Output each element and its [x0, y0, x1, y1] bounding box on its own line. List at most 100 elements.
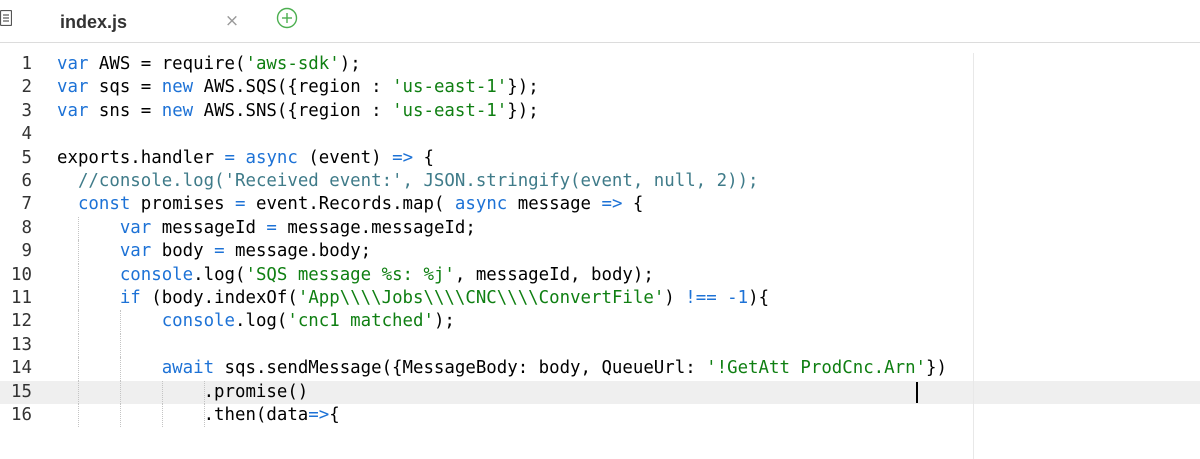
- code-line[interactable]: const promises = event.Records.map( asyn…: [57, 193, 643, 216]
- code-line[interactable]: var body = message.body;: [57, 240, 371, 263]
- code-token: , messageId, body);: [454, 264, 654, 285]
- indent-guide: [120, 404, 122, 428]
- code-token: [57, 311, 162, 331]
- line-number[interactable]: 1: [21, 54, 32, 74]
- line-number[interactable]: 2: [21, 77, 32, 98]
- tab-title: index.js: [60, 12, 128, 32]
- code-token: {: [622, 194, 644, 215]
- active-line-highlight: [0, 380, 1200, 404]
- indent-guide: [162, 404, 164, 428]
- code-token: (event): [297, 147, 393, 168]
- code-token: =>: [392, 147, 414, 168]
- code-token: async: [245, 147, 298, 168]
- code-token: -1: [727, 288, 749, 308]
- code-token: .log(: [235, 311, 288, 332]
- code-token: [235, 148, 245, 168]
- code-token: body: [151, 241, 215, 262]
- indent-guide: [162, 380, 164, 404]
- code-line[interactable]: .promise(): [57, 381, 309, 404]
- code-line[interactable]: var AWS = require('aws-sdk');: [57, 53, 361, 76]
- code-token: const: [77, 194, 131, 215]
- code-line[interactable]: var sqs = new AWS.SQS({region : 'us-east…: [57, 76, 539, 99]
- code-token: );: [433, 311, 455, 332]
- code-token: (body.indexOf(: [140, 288, 298, 308]
- code-token: {: [329, 405, 340, 425]
- indent-guide: [78, 310, 80, 334]
- code-token: !==: [685, 288, 717, 308]
- line-number[interactable]: 11: [11, 288, 32, 308]
- indent-guide: [78, 216, 80, 241]
- code-token: =>: [601, 194, 623, 215]
- code-line[interactable]: exports.handler = async (event) => {: [57, 147, 434, 170]
- code-token: .promise(): [57, 381, 309, 402]
- code-token: AWS.SQS({region :: [193, 77, 393, 98]
- code-token: async: [454, 194, 508, 215]
- code-token: [57, 265, 120, 285]
- line-number[interactable]: 15: [11, 381, 32, 402]
- code-line[interactable]: if (body.indexOf('App\\\\Jobs\\\\CNC\\\\…: [57, 287, 769, 310]
- code-token: .then(data: [57, 405, 309, 425]
- line-number[interactable]: 3: [21, 100, 32, 121]
- code-line[interactable]: await sqs.sendMessage({MessageBody: body…: [57, 357, 947, 380]
- code-token: =: [224, 147, 236, 168]
- code-token: [57, 241, 120, 261]
- code-line[interactable]: console.log('cnc1 matched');: [57, 310, 455, 333]
- code-token: message.body;: [224, 241, 372, 262]
- code-token: [57, 218, 120, 238]
- code-token: [57, 358, 162, 378]
- code-token: {: [413, 147, 434, 168]
- code-token: var: [119, 241, 152, 262]
- code-token: .log(: [193, 264, 246, 285]
- code-token: 'App\\\\Jobs\\\\CNC\\\\ConvertFile': [297, 288, 665, 308]
- code-line[interactable]: console.log('SQS message %s: %j', messag…: [57, 264, 654, 287]
- indent-guide: [204, 380, 206, 404]
- indent-guide: [78, 263, 80, 287]
- indent-guide: [78, 357, 80, 381]
- code-line[interactable]: //console.log('Received event:', JSON.st…: [57, 170, 759, 193]
- code-token: =>: [308, 405, 330, 425]
- line-number[interactable]: 14: [11, 358, 32, 379]
- line-number[interactable]: 7: [21, 194, 32, 215]
- code-token: '!GetAtt ProdCnc.Arn': [706, 358, 927, 379]
- line-number[interactable]: 16: [11, 405, 32, 425]
- code-token: ): [664, 288, 686, 308]
- code-token: console: [161, 311, 235, 332]
- code-token: [717, 288, 727, 308]
- code-token: sqs =: [88, 77, 162, 98]
- indent-guide: [120, 333, 122, 358]
- line-number[interactable]: 4: [21, 124, 32, 145]
- tab-index-js[interactable]: index.js ×: [30, 0, 258, 42]
- code-token: sqs.sendMessage({MessageBody: body, Queu…: [214, 358, 707, 379]
- code-token: 'aws-sdk': [245, 54, 340, 74]
- indent-guide: [120, 310, 122, 334]
- indent-guide: [204, 404, 206, 428]
- code-token: //console.log('Received event:', JSON.st…: [77, 171, 759, 191]
- line-number[interactable]: 6: [21, 171, 32, 191]
- code-token: [57, 194, 78, 214]
- line-number[interactable]: 5: [21, 147, 32, 168]
- line-number[interactable]: 13: [11, 334, 32, 355]
- plus-circle-icon[interactable]: [276, 7, 298, 29]
- code-token: exports.handler: [57, 147, 225, 168]
- indent-guide: [78, 333, 80, 358]
- code-token: 'us-east-1': [392, 100, 508, 121]
- code-token: sns =: [88, 100, 162, 121]
- close-icon[interactable]: ×: [224, 11, 240, 31]
- file-lines-icon[interactable]: [0, 10, 12, 26]
- indent-guide: [78, 240, 80, 264]
- text-cursor: [916, 382, 918, 403]
- code-token: );: [339, 54, 361, 74]
- indent-guide: [120, 357, 122, 381]
- line-number[interactable]: 12: [11, 311, 32, 332]
- code-token: await: [161, 358, 215, 379]
- code-line[interactable]: .then(data=>{: [57, 404, 340, 427]
- code-line[interactable]: var sns = new AWS.SNS({region : 'us-east…: [57, 100, 539, 123]
- line-number[interactable]: 9: [21, 241, 32, 262]
- code-token: 'cnc1 matched': [287, 311, 434, 332]
- code-token: 'us-east-1': [392, 77, 508, 98]
- code-line[interactable]: var messageId = message.messageId;: [57, 217, 476, 240]
- line-number[interactable]: 8: [21, 217, 32, 238]
- line-number[interactable]: 10: [11, 264, 32, 285]
